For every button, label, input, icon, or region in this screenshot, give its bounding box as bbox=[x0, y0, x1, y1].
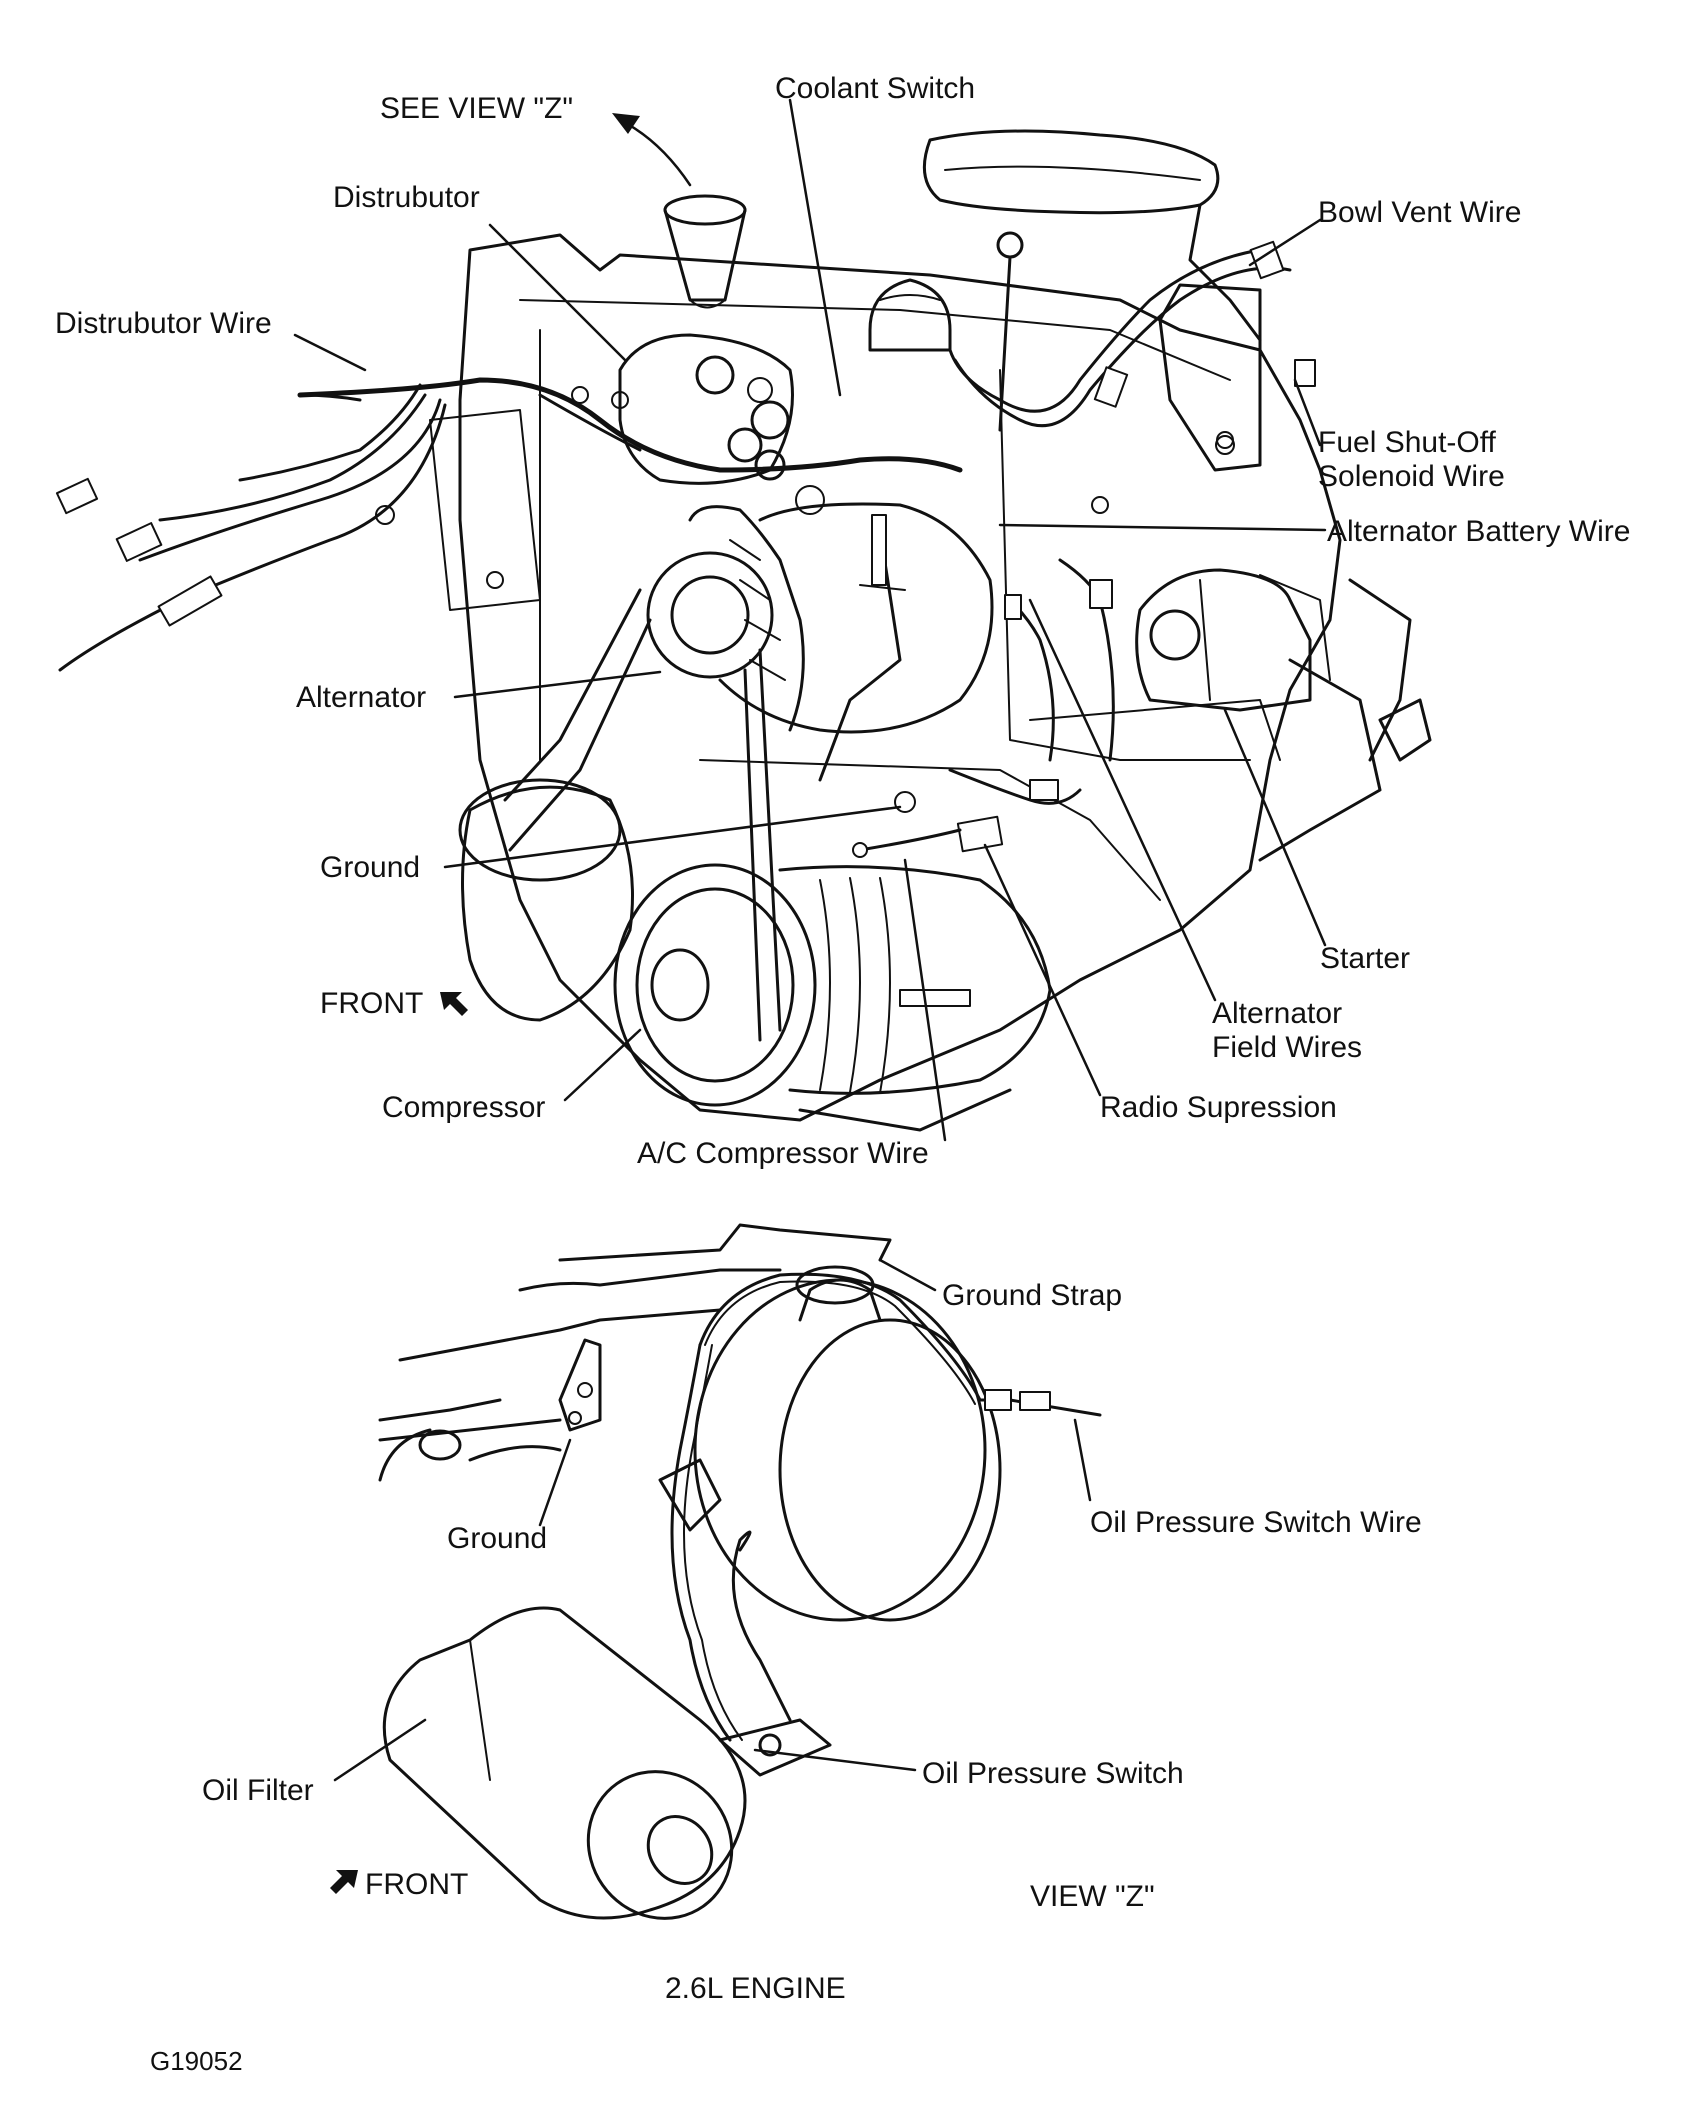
label-ac-compressor-wire: A/C Compressor Wire bbox=[637, 1137, 929, 1170]
label-radio-suppression: Radio Supression bbox=[1100, 1091, 1337, 1124]
starter bbox=[1135, 568, 1432, 862]
labels: SEE VIEW "Z" Coolant Switch Distrubutor … bbox=[55, 72, 1630, 2076]
label-bowl-vent-wire: Bowl Vent Wire bbox=[1318, 196, 1521, 229]
starter-leader bbox=[1223, 708, 1327, 947]
filler-neck bbox=[663, 194, 747, 309]
oil-pressure-switch-wire-leader bbox=[1073, 1418, 1092, 1502]
fuel-shutoff-leader bbox=[1293, 378, 1322, 447]
crank-pulley bbox=[458, 778, 634, 1022]
radio-suppression-leader bbox=[983, 843, 1102, 1097]
label-distributor-wire: Distrubutor Wire bbox=[55, 307, 272, 340]
view-z bbox=[330, 1223, 1102, 1920]
engine-top-view bbox=[55, 129, 1432, 1132]
oil-pressure-switch-leader bbox=[753, 1748, 917, 1772]
label-compressor: Compressor bbox=[382, 1091, 545, 1124]
label-alternator-battery-wire: Alternator Battery Wire bbox=[1327, 515, 1630, 548]
label-fuel-shutoff-line1: Fuel Shut-Off bbox=[1318, 426, 1497, 459]
label-fuel-shutoff-line2: Solenoid Wire bbox=[1318, 460, 1505, 493]
alternator-bracket bbox=[818, 514, 906, 782]
label-oil-pressure-switch: Oil Pressure Switch bbox=[922, 1757, 1184, 1790]
label-alternator-field-line1: Alternator bbox=[1212, 997, 1342, 1030]
top-leader-lines bbox=[293, 98, 1327, 1142]
label-ground-top: Ground bbox=[320, 851, 420, 884]
ac-compressor bbox=[613, 863, 1052, 1132]
bowl-vent-wire-leader bbox=[1248, 218, 1322, 267]
label-alternator-field-line2: Field Wires bbox=[1212, 1031, 1362, 1064]
label-front-top: FRONT bbox=[320, 987, 423, 1020]
alternator-field-wires-leader bbox=[1028, 598, 1217, 1002]
compressor-leader bbox=[563, 1028, 642, 1102]
label-coolant-switch: Coolant Switch bbox=[775, 72, 975, 105]
see-view-z-arrowhead bbox=[612, 113, 640, 134]
ground-strap-leader bbox=[878, 1258, 937, 1292]
label-starter: Starter bbox=[1320, 942, 1410, 975]
ac-compressor-wire-leader bbox=[903, 858, 947, 1142]
label-oil-pressure-switch-wire: Oil Pressure Switch Wire bbox=[1090, 1506, 1422, 1539]
label-alternator: Alternator bbox=[296, 681, 426, 714]
label-ground-strap: Ground Strap bbox=[942, 1279, 1122, 1312]
ground-bottom-leader bbox=[538, 1438, 572, 1527]
label-distributor: Distrubutor bbox=[333, 181, 480, 214]
front-bottom-arrow-icon bbox=[330, 1870, 358, 1894]
label-see-view-z: SEE VIEW "Z" bbox=[380, 92, 573, 125]
drive-belt bbox=[503, 551, 782, 1042]
air-cleaner-duct bbox=[922, 129, 1262, 342]
label-front-bottom: FRONT bbox=[365, 1868, 468, 1901]
distributor bbox=[618, 333, 794, 485]
coolant-switch-leader bbox=[788, 98, 842, 397]
label-figure-code: G19052 bbox=[150, 2046, 243, 2076]
oil-filter-leader bbox=[333, 1718, 427, 1782]
ground-top-leader bbox=[443, 805, 902, 869]
distributor-wire-leader bbox=[293, 333, 367, 372]
engine-block bbox=[375, 233, 1342, 1122]
front-top-arrow-icon bbox=[440, 992, 468, 1016]
label-oil-filter: Oil Filter bbox=[202, 1774, 314, 1807]
distributor-leader bbox=[488, 223, 627, 362]
label-view-z: VIEW "Z" bbox=[1030, 1880, 1155, 1913]
alternator-battery-wire-leader bbox=[998, 523, 1327, 532]
carburetor-cap bbox=[868, 278, 952, 352]
fuel-shutoff-bracket bbox=[1158, 283, 1262, 472]
wiring-harness bbox=[55, 240, 1316, 672]
label-ground-bottom: Ground bbox=[447, 1522, 547, 1555]
label-engine: 2.6L ENGINE bbox=[665, 1972, 846, 2005]
alternator-leader bbox=[453, 670, 662, 699]
alternator bbox=[688, 485, 994, 734]
